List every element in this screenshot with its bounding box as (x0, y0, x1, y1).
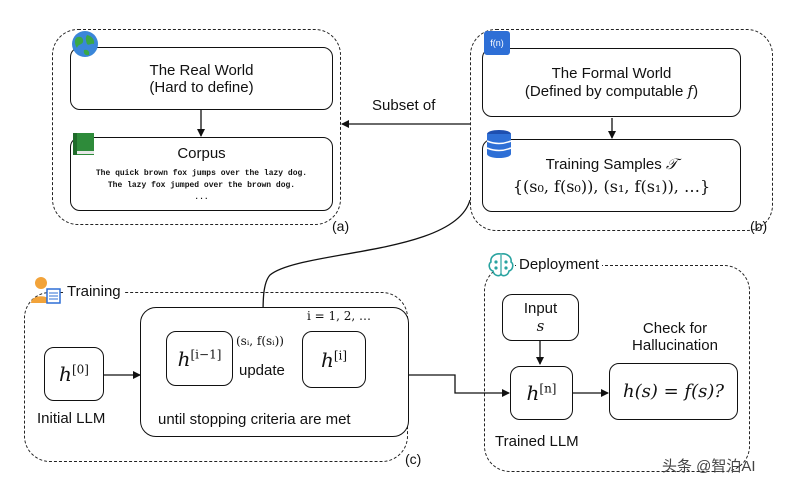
training-samples-box: Training Samples 𝒯 {(s₀, f(s₀)), (s₁, f(… (482, 139, 741, 212)
h0-h: h (59, 362, 72, 386)
h-curr-box: h[i] (302, 331, 366, 388)
corpus-line-1: The quick brown fox jumps over the lazy … (95, 168, 308, 178)
sample-pair-label: (sᵢ, f(sᵢ)) (236, 334, 284, 348)
check-formula: h(s) = f(s)? (623, 381, 724, 402)
globe-icon (72, 31, 98, 57)
trained-llm-box: h[n] (510, 366, 573, 420)
watermark: 头条 @智泊AI (662, 458, 756, 475)
arrow-loop-trained (409, 374, 510, 397)
initial-llm-label: Initial LLM (37, 410, 106, 427)
panel-b-frame (470, 29, 773, 231)
panel-b-tag: (b) (750, 218, 768, 234)
training-samples-title-text: Training Samples (545, 156, 666, 173)
real-world-subtitle: (Hard to define) (149, 78, 254, 96)
training-samples-symbol: 𝒯 (665, 155, 678, 173)
training-samples-title: Training Samples 𝒯 (546, 155, 678, 173)
initial-llm-box: h[0] (44, 347, 104, 401)
database-icon (486, 130, 512, 158)
h-prev-sup: [i−1] (190, 346, 222, 361)
h-curr-symbol: h[i] (321, 348, 347, 372)
until-label: until stopping criteria are met (158, 411, 351, 428)
formal-subtitle-prefix: (Defined by computable (524, 83, 688, 100)
corpus-title: Corpus (177, 144, 226, 162)
formal-world-subtitle: (Defined by computable f) (525, 82, 698, 100)
formal-world-box: The Formal World (Defined by computable … (482, 48, 741, 117)
arrow-samples-to-pair (258, 199, 471, 331)
hn-symbol: h[n] (527, 381, 557, 405)
panel-c-tag: (c) (405, 451, 422, 467)
corpus-line-3: ... (194, 192, 209, 202)
person-training-icon (31, 277, 61, 304)
h0-symbol: h[0] (59, 362, 89, 386)
brain-icon (488, 253, 514, 277)
hn-sup: [n] (539, 381, 557, 396)
h-curr-sup: [i] (333, 347, 348, 362)
scroll-function-icon: f(n) (484, 31, 510, 55)
corpus-box: Corpus The quick brown fox jumps over th… (70, 137, 333, 211)
input-box: Input s (502, 294, 579, 341)
h-prev-box: h[i−1] (166, 331, 233, 386)
h-prev-symbol: h[i−1] (178, 347, 222, 371)
h-prev-h: h (177, 346, 191, 371)
input-var: s (536, 317, 545, 335)
training-samples-formula: {(s₀, f(s₀)), (s₁, f(s₁)), …} (512, 177, 711, 196)
input-title: Input (523, 300, 558, 317)
panel-a-frame (52, 29, 341, 225)
scroll-icon-label: f(n) (490, 38, 504, 48)
book-icon (73, 133, 94, 155)
check-hallucination-heading: Check for Hallucination (615, 320, 735, 354)
real-world-box: The Real World (Hard to define) (70, 47, 333, 110)
check-line-2: Hallucination (632, 337, 718, 354)
check-formula-box: h(s) = f(s)? (609, 363, 738, 420)
h-curr-h: h (320, 347, 334, 372)
h0-sup: [0] (71, 362, 89, 377)
deployment-heading: Deployment (516, 256, 603, 273)
formal-subtitle-var: f (687, 82, 694, 100)
update-label: update (239, 362, 285, 379)
panel-d-frame (484, 265, 750, 472)
corpus-line-2: The lazy fox jumped over the brown dog. (107, 180, 296, 190)
formal-world-title: The Formal World (551, 65, 672, 82)
trained-llm-label: Trained LLM (495, 433, 579, 450)
check-line-1: Check for (642, 320, 708, 337)
loop-index: i = 1, 2, … (307, 309, 372, 323)
subset-of-label: Subset of (372, 97, 436, 114)
training-heading: Training (64, 283, 124, 300)
real-world-title: The Real World (149, 61, 254, 79)
panel-a-tag: (a) (332, 218, 350, 234)
hn-h: h (526, 381, 540, 405)
formal-subtitle-suffix: ) (693, 83, 699, 100)
